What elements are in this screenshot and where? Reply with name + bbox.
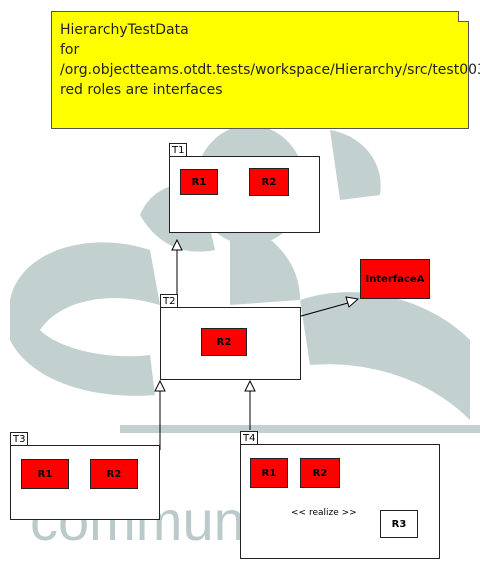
note: HierarchyTestData for /org.objectteams.o…: [51, 11, 480, 129]
interface-a[interactable]: InterfaceA: [360, 259, 430, 299]
team-t2-tab: T2: [160, 294, 178, 308]
note-line-3: /org.objectteams.otdt.tests/workspace/Hi…: [60, 62, 480, 78]
role-t3-r2[interactable]: R2: [90, 459, 138, 489]
role-t4-r3[interactable]: R3: [380, 510, 418, 538]
note-line-1: HierarchyTestData: [60, 22, 189, 38]
role-t3-r1[interactable]: R1: [21, 459, 69, 489]
role-t4-r1[interactable]: R1: [250, 458, 288, 488]
note-line-2: for: [60, 42, 80, 58]
note-fold: [458, 11, 469, 22]
inherit-t4-t2-arrowhead: [244, 379, 256, 392]
inherit-t3-t2-arrowhead: [154, 379, 166, 392]
inherit-r2-interfacea-arrowhead: [345, 296, 360, 308]
role-t4-r2[interactable]: R2: [300, 458, 340, 488]
role-t2-r2[interactable]: R2: [201, 328, 247, 356]
role-t1-r2[interactable]: R2: [249, 168, 289, 196]
team-t1-tab: T1: [169, 143, 187, 157]
inherit-t2-t1-arrowhead: [171, 238, 183, 251]
team-t3-tab: T3: [10, 432, 28, 446]
role-t1-r1[interactable]: R1: [180, 169, 218, 195]
realize-label: << realize >>: [291, 508, 357, 518]
team-t4-tab: T4: [240, 431, 258, 445]
note-line-5: red roles are interfaces: [60, 82, 223, 98]
